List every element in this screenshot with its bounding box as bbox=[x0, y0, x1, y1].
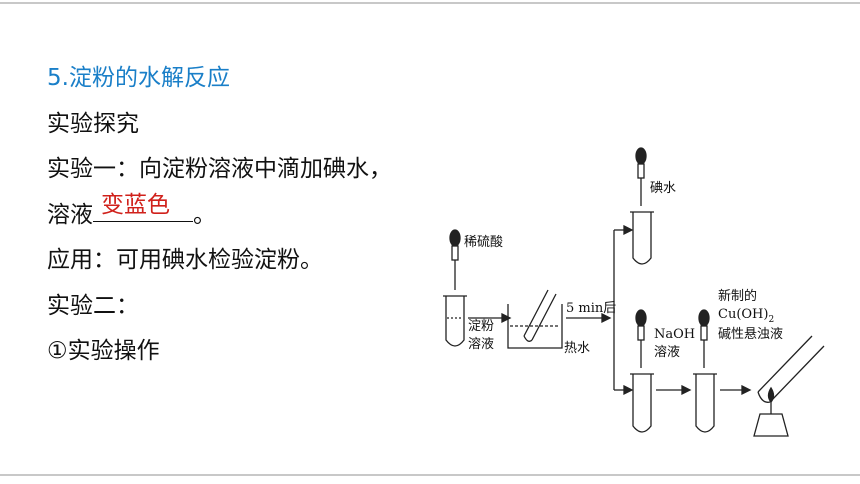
result-suffix: 。 bbox=[193, 202, 216, 228]
heated-test-tube-icon bbox=[757, 335, 825, 403]
test-tube-icon bbox=[630, 211, 654, 265]
label-cu-1: 新制的 bbox=[718, 288, 757, 304]
label-iodine: 碘水 bbox=[650, 181, 676, 196]
top-divider bbox=[0, 2, 860, 4]
label-starch-2: 溶液 bbox=[468, 337, 494, 352]
label-starch-1: 淀粉 bbox=[468, 319, 494, 334]
experiment-diagram: 稀硫酸 淀粉 溶液 热水 5 min后 碘水 NaOH 溶液 新制的 Cu(OH… bbox=[443, 147, 825, 437]
label-naoh-2: 溶液 bbox=[654, 345, 680, 360]
test-tube-icon bbox=[630, 373, 654, 433]
section-heading: 5.淀粉的水解反应 bbox=[47, 65, 230, 91]
test-tube-icon bbox=[443, 295, 467, 347]
dropper-icon bbox=[635, 309, 647, 368]
dropper-icon bbox=[449, 229, 461, 290]
answer-text: 变蓝色 bbox=[101, 192, 170, 218]
dropper-icon bbox=[635, 147, 647, 206]
label-cu-2-main: Cu(OH) bbox=[718, 307, 768, 322]
alcohol-lamp-icon bbox=[753, 386, 789, 437]
label-naoh-1: NaOH bbox=[654, 327, 695, 342]
label-hot-water: 热水 bbox=[564, 341, 590, 356]
dropper-icon bbox=[698, 309, 710, 368]
test-tube-icon bbox=[693, 373, 717, 433]
bottom-divider bbox=[0, 474, 860, 476]
operation-text: ①实验操作 bbox=[47, 338, 160, 364]
label-cu-2: Cu(OH)2 bbox=[718, 307, 774, 325]
experiment-one-text: 实验一：向淀粉溶液中滴加碘水， bbox=[47, 156, 392, 182]
label-cu-3: 碱性悬浊液 bbox=[718, 327, 783, 342]
label-dilute-acid: 稀硫酸 bbox=[464, 235, 503, 250]
label-cu-2-sub: 2 bbox=[768, 315, 774, 325]
application-text: 应用：可用碘水检验淀粉。 bbox=[47, 247, 323, 273]
section-subtitle: 实验探究 bbox=[47, 111, 139, 137]
experiment-one-result: 溶液变蓝色。 bbox=[47, 192, 216, 229]
result-prefix: 溶液 bbox=[47, 202, 93, 228]
label-five-min: 5 min后 bbox=[566, 301, 616, 316]
answer-blank: 变蓝色 bbox=[93, 192, 193, 222]
beaker-icon bbox=[507, 289, 563, 349]
experiment-two-text: 实验二： bbox=[47, 293, 139, 319]
